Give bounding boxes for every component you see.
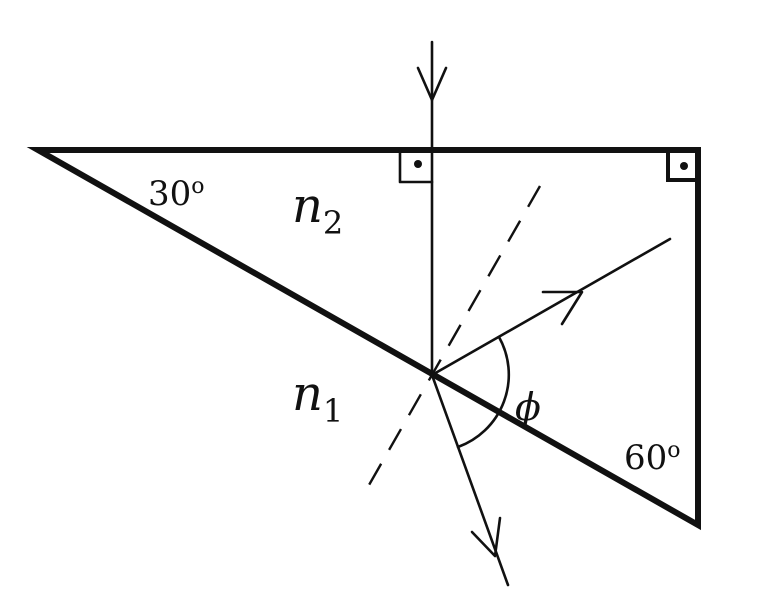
medium-n2-label: n2	[292, 178, 343, 242]
angle-60-label: 60o	[624, 438, 681, 478]
right-angle-dot-corner	[680, 162, 688, 170]
right-angle-dot-incidence	[414, 160, 422, 168]
angle-30-label: 30o	[148, 174, 205, 214]
reflected-arrowhead	[541, 290, 584, 326]
right-angle-marker-incidence	[398, 148, 434, 184]
phi-angle-arc	[456, 335, 511, 449]
medium-n1-label: n1	[292, 366, 343, 430]
refracted-arrowhead	[470, 516, 502, 558]
normal-line-dashed	[363, 185, 542, 493]
reflected-ray	[430, 237, 672, 377]
prism-outline	[26, 147, 701, 531]
phi-label: ϕ	[515, 385, 541, 429]
incident-arrowhead	[416, 66, 448, 102]
right-angle-marker-corner	[666, 148, 700, 182]
